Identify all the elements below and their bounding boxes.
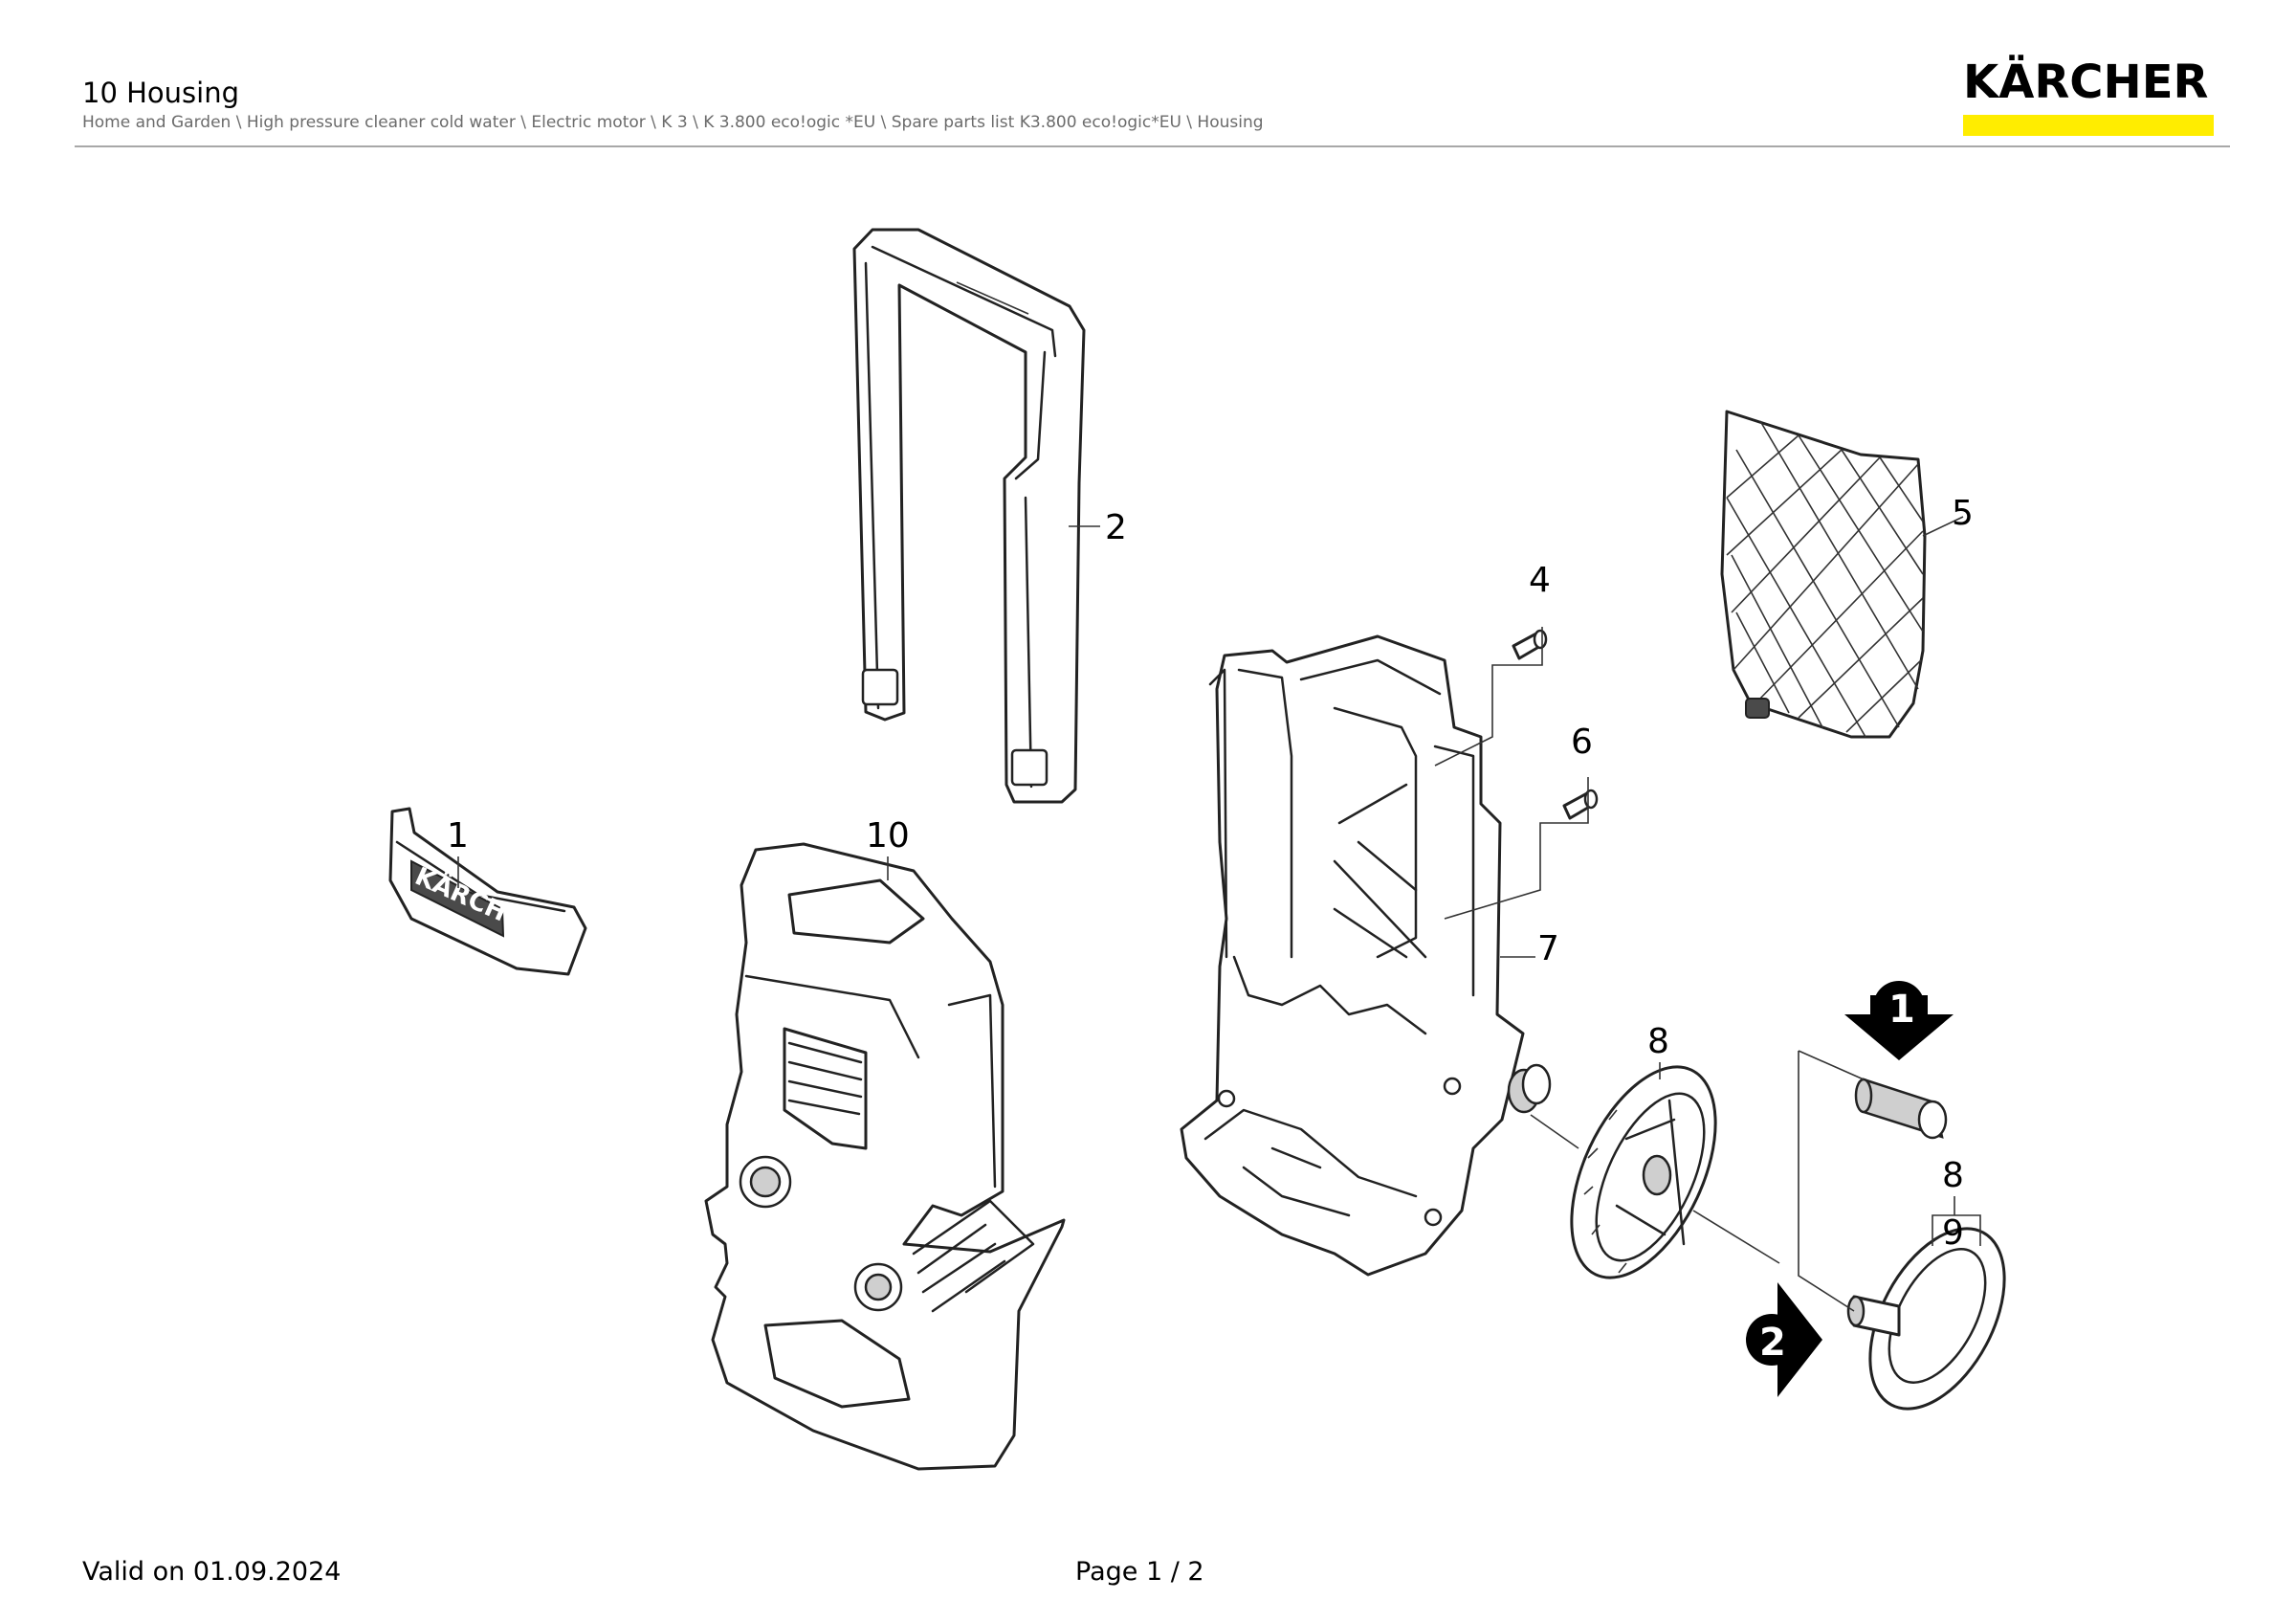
page-number: Page 1 / 2 xyxy=(1075,1557,1204,1587)
logo-wordmark: KÄRCHER xyxy=(1963,56,2209,109)
marker-1-arrow-down-icon: 1 xyxy=(1844,981,1954,1060)
karcher-logo: KÄRCHER xyxy=(1963,59,2218,136)
part-axle-pin[interactable] xyxy=(1854,1078,1948,1140)
part-wheel[interactable] xyxy=(1542,1045,1745,1300)
callout-9[interactable]: 9 xyxy=(1942,1213,1964,1253)
callout-6[interactable]: 6 xyxy=(1571,723,1593,762)
marker-2-arrow-right-icon: 2 xyxy=(1746,1282,1822,1397)
part-screw-4[interactable] xyxy=(1512,629,1548,660)
breadcrumb[interactable]: Home and Garden \ High pressure cleaner … xyxy=(82,113,1264,132)
callout-7[interactable]: 7 xyxy=(1537,929,1559,968)
part-screw-6[interactable] xyxy=(1562,789,1599,820)
marker-2-label: 2 xyxy=(1759,1321,1786,1365)
leader-lines xyxy=(457,516,1981,1312)
part-logo-cover[interactable]: KÄRCHER xyxy=(388,807,587,976)
part-filter-net[interactable] xyxy=(1720,410,1927,739)
callout-5[interactable]: 5 xyxy=(1952,494,1974,533)
callout-2[interactable]: 2 xyxy=(1105,508,1127,547)
page-title: 10 Housing xyxy=(82,77,240,109)
part-hubcap[interactable] xyxy=(1843,1207,2032,1432)
callout-8-hubcap[interactable]: 8 xyxy=(1942,1156,1964,1195)
callout-1[interactable]: 1 xyxy=(447,816,469,856)
part-rear-housing[interactable] xyxy=(1180,634,1552,1277)
part-front-housing[interactable] xyxy=(704,842,1066,1471)
header-divider xyxy=(75,145,2230,147)
marker-1-label: 1 xyxy=(1888,988,1915,1032)
part-handle-frame[interactable] xyxy=(852,228,1086,804)
callout-8-wheel[interactable]: 8 xyxy=(1647,1022,1669,1061)
callout-10[interactable]: 10 xyxy=(866,816,910,856)
logo-yellow-bar xyxy=(1963,115,2214,136)
valid-date: Valid on 01.09.2024 xyxy=(82,1557,342,1587)
callout-4[interactable]: 4 xyxy=(1529,561,1551,600)
